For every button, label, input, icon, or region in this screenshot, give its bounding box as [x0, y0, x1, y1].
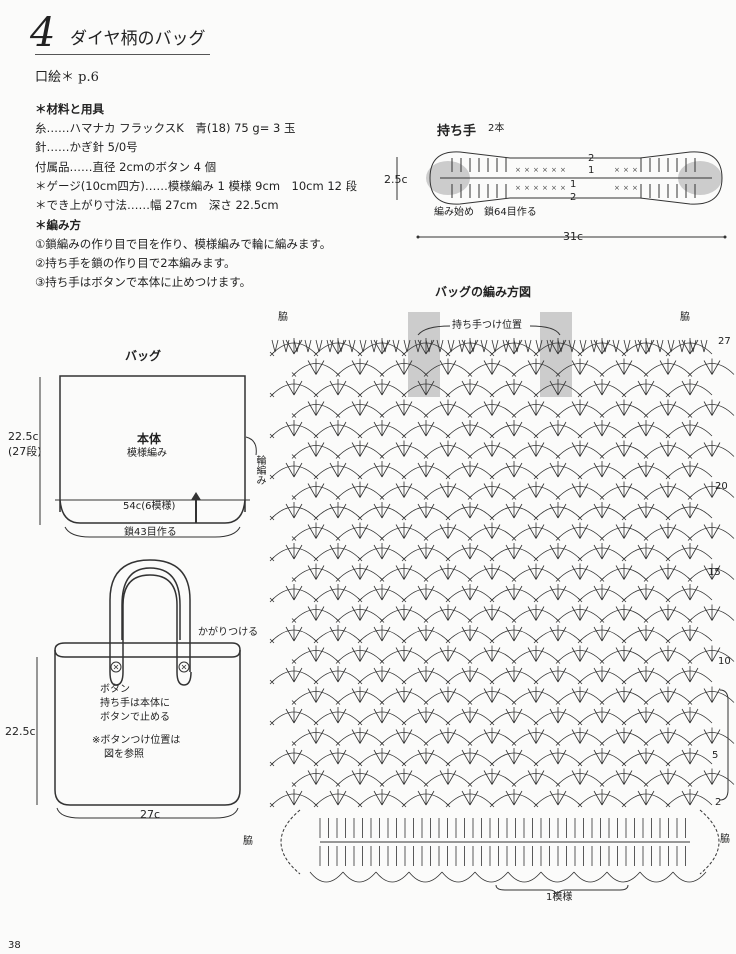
single-crochet-mark: × — [614, 184, 620, 192]
chart-row — [269, 420, 713, 439]
chart-row — [269, 338, 713, 357]
chart-row — [269, 461, 713, 480]
chart-row — [269, 584, 713, 603]
single-crochet-mark: × — [632, 166, 638, 174]
stitch-label: 模様編み — [127, 448, 167, 459]
method-heading: ＊編み方 — [35, 218, 81, 232]
chart-row — [291, 563, 735, 582]
single-crochet-mark: × — [623, 166, 629, 174]
crochet-chart — [269, 312, 735, 897]
chart-row — [291, 727, 735, 746]
single-crochet-mark: × — [623, 184, 629, 192]
frontispiece-ref: 口絵＊ p.6 — [35, 70, 99, 85]
chart-row — [269, 502, 713, 521]
bag-illustration — [36, 559, 241, 819]
side-label: 脇 — [278, 312, 288, 323]
single-crochet-mark: × — [515, 166, 521, 174]
bag-rows: (27段) — [8, 445, 42, 458]
chart-row — [291, 645, 735, 664]
bag-height: 22.5c — [8, 430, 39, 443]
single-crochet-mark: × — [614, 166, 620, 174]
row-number-5: 5 — [712, 750, 719, 761]
handle-row-label: 1 — [588, 165, 595, 176]
round-label: 輪編み — [254, 455, 265, 485]
single-crochet-mark: × — [533, 166, 539, 174]
single-crochet-mark: × — [524, 184, 530, 192]
row-number-10: 10 — [718, 656, 731, 667]
page-number: 38 — [8, 940, 21, 951]
single-crochet-mark: × — [551, 184, 557, 192]
foundation-label: 鎖43目作る — [122, 527, 179, 539]
bag-schematic-title: バッグ — [125, 349, 162, 363]
handle-start-note: 編み始め 鎖64目作る — [434, 207, 537, 218]
single-crochet-mark: × — [560, 184, 566, 192]
button-ref: 図を参照 — [104, 749, 144, 760]
circumference-label: 54c(6模様) — [121, 501, 178, 513]
chart-row — [291, 522, 735, 541]
materials-needle: 針……かぎ針 5/0号 — [35, 140, 138, 154]
materials-accessories: 付属品……直径 2cmのボタン 4 個 — [35, 160, 217, 174]
row-number-20: 20 — [715, 481, 728, 492]
chart-row — [269, 707, 713, 726]
chart-row — [269, 625, 713, 644]
single-crochet-mark: × — [533, 184, 539, 192]
chart-row — [291, 481, 735, 500]
chart-title: バッグの編み方図 — [435, 285, 532, 299]
materials-heading: ＊材料と用具 — [35, 102, 104, 116]
page-title: ダイヤ柄のバッグ — [70, 29, 206, 49]
method-step-3: ③持ち手はボタンで本体に止めつけます。 — [35, 275, 252, 289]
repeat-label: 1模様 — [546, 892, 573, 903]
chart-row — [269, 543, 713, 562]
row-number-15: 15 — [708, 567, 721, 578]
handle-diagram: ×××××××××××××××××× — [396, 151, 727, 239]
single-crochet-mark: × — [551, 166, 557, 174]
chart-row — [291, 358, 735, 377]
button-icon — [178, 661, 190, 673]
attach-label: かがりつける — [198, 627, 259, 638]
row-number-27: 27 — [718, 336, 731, 347]
button-ref: ※ボタンつけ位置は — [92, 735, 181, 746]
chart-row — [291, 399, 735, 418]
handle-count: 2本 — [488, 123, 505, 134]
pattern-number: 4 — [30, 10, 56, 56]
button-note: ボタンで止める — [100, 712, 170, 723]
chart-row — [269, 666, 713, 685]
illustration-height: 22.5c — [5, 725, 36, 738]
single-crochet-mark: × — [632, 184, 638, 192]
handle-position-label: 持ち手つけ位置 — [450, 320, 524, 332]
chart-row — [291, 686, 735, 705]
chart-row — [269, 789, 713, 808]
handle-title: 持ち手 — [437, 124, 477, 139]
single-crochet-mark: × — [515, 184, 521, 192]
materials-yarn: 糸……ハマナカ フラックスK 青(18) 75 g= 3 玉 — [35, 121, 296, 135]
title-divider — [35, 54, 210, 55]
chart-row — [291, 440, 735, 459]
chart-row — [269, 379, 713, 398]
chart-row — [291, 604, 735, 623]
side-label: 脇 — [680, 312, 690, 323]
handle-row-label: 1 — [570, 179, 577, 190]
body-label: 本体 — [137, 432, 162, 446]
single-crochet-mark: × — [542, 166, 548, 174]
foundation-chain — [280, 809, 720, 883]
button-note: ボタン — [100, 684, 130, 695]
chart-row — [269, 748, 713, 767]
method-step-1: ①鎖編みの作り目で目を作り、模様編みで輪に編みます。 — [35, 237, 332, 251]
button-icon — [110, 661, 122, 673]
single-crochet-mark: × — [524, 166, 530, 174]
bag-schematic — [39, 375, 257, 538]
gauge: ＊ゲージ(10cm四方)……模様編み 1 模様 9cm 10cm 12 段 — [35, 179, 358, 193]
button-note: 持ち手は本体に — [100, 698, 170, 709]
single-crochet-mark: × — [542, 184, 548, 192]
method-step-2: ②持ち手を鎖の作り目で2本編みます。 — [35, 256, 236, 270]
single-crochet-mark: × — [560, 166, 566, 174]
side-label: 脇 — [720, 834, 730, 845]
chart-row — [291, 768, 735, 787]
row-number-2: 2 — [715, 797, 722, 808]
side-label: 脇 — [243, 836, 253, 847]
handle-height: 2.5c — [384, 173, 408, 186]
finished-size: ＊でき上がり寸法……幅 27cm 深さ 22.5cm — [35, 198, 279, 212]
